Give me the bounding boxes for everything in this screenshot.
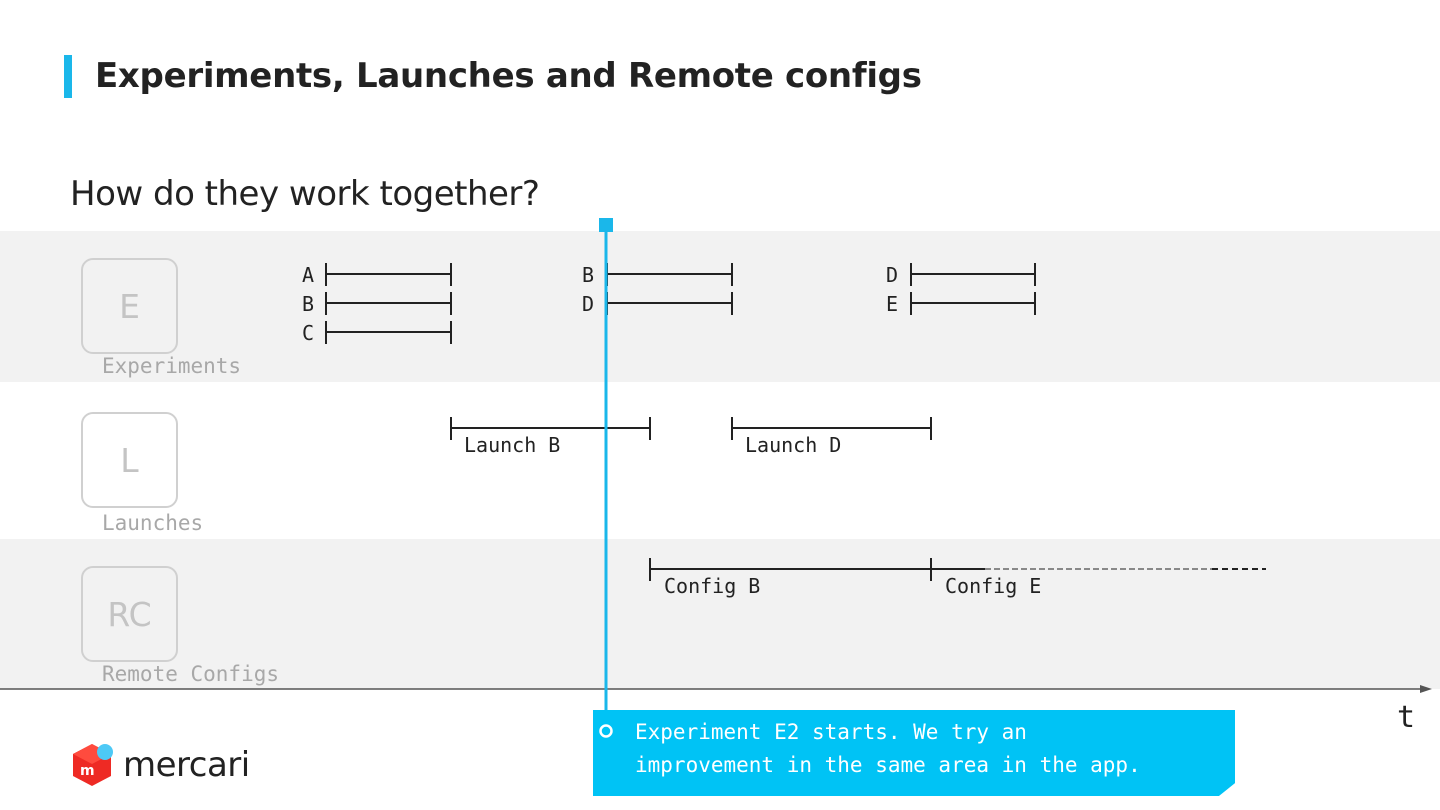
remote-configs-lane-icon: RC	[81, 566, 178, 662]
experiment-label-c: C	[302, 321, 314, 345]
launch-label-d: Launch D	[745, 433, 841, 457]
experiments-lane-icon: E	[81, 258, 178, 354]
svg-text:m: m	[80, 763, 95, 779]
time-axis-arrow-icon	[1420, 685, 1432, 693]
mercari-logo-icon: m	[73, 744, 113, 786]
launches-lane-icon: L	[81, 412, 178, 508]
experiment-label-d: D	[582, 292, 594, 316]
experiments-band	[0, 231, 1440, 382]
experiment-label-e: E	[886, 292, 898, 316]
experiment-label-b: B	[302, 292, 314, 316]
experiment-bar-c	[325, 321, 452, 344]
mercari-logo: m mercari	[71, 742, 250, 788]
title-accent-bar	[64, 55, 72, 98]
experiment-bar-b	[325, 292, 452, 315]
launch-label-b: Launch B	[464, 433, 560, 457]
experiment-bar-d2	[910, 263, 1036, 286]
experiment-bar-a	[325, 263, 452, 286]
launch-bar-b	[450, 417, 651, 440]
annotation-callout: Experiment E2 starts. We try an improvem…	[593, 710, 1235, 796]
remote-configs-band	[0, 539, 1440, 689]
mercari-wordmark: mercari	[123, 745, 250, 785]
experiment-bar-b2	[606, 263, 733, 286]
slide-subtitle: How do they work together?	[70, 174, 540, 214]
current-time-marker-head	[599, 218, 613, 232]
experiment-label-b2: B	[582, 263, 594, 287]
launches-lane-label: Launches	[102, 511, 204, 535]
callout-line-1: Experiment E2 starts. We try an	[635, 720, 1027, 744]
launch-bar-d	[731, 417, 932, 440]
experiment-label-d2: D	[886, 263, 898, 287]
experiment-label-a: A	[302, 263, 314, 287]
callout-text: Experiment E2 starts. We try an improvem…	[635, 716, 1141, 782]
time-axis-label: t	[1397, 700, 1415, 735]
experiments-lane-label: Experiments	[102, 354, 242, 378]
config-label-e: Config E	[945, 574, 1041, 598]
config-label-b: Config B	[664, 574, 760, 598]
experiment-bar-e	[910, 292, 1036, 315]
experiment-bar-d	[606, 292, 733, 315]
callout-line-2: improvement in the same area in the app.	[635, 753, 1141, 777]
slide-title: Experiments, Launches and Remote configs	[95, 56, 922, 96]
remote-configs-lane-label: Remote Configs	[102, 662, 280, 686]
